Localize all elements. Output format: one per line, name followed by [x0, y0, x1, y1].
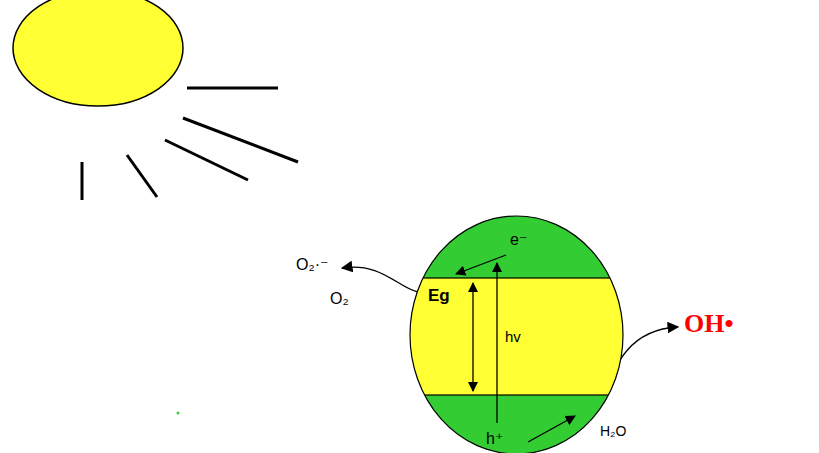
species-label: O₂ — [330, 290, 349, 308]
species-label: H₂O — [600, 424, 626, 439]
species-label: O₂·⁻ — [296, 256, 328, 274]
particle-label: h⁺ — [486, 430, 503, 448]
particle-label: Eg — [428, 287, 450, 306]
reduction-arrow — [342, 267, 418, 292]
photon-arrow — [496, 263, 497, 423]
photocatalyst-particle: e⁻ Eg hv h⁺ — [408, 215, 625, 453]
band-green — [408, 215, 625, 453]
sun — [13, 0, 183, 106]
electron-arrow — [456, 255, 506, 274]
species-label: OH• — [684, 310, 734, 339]
particle-label: hv — [505, 329, 521, 346]
sun-rays — [82, 88, 298, 200]
gap-arrow — [472, 283, 473, 391]
particle-outline — [410, 216, 623, 453]
band-gap — [408, 278, 625, 395]
dot — [177, 412, 180, 415]
particle-label: e⁻ — [510, 231, 527, 249]
hole-arrow — [528, 416, 575, 442]
